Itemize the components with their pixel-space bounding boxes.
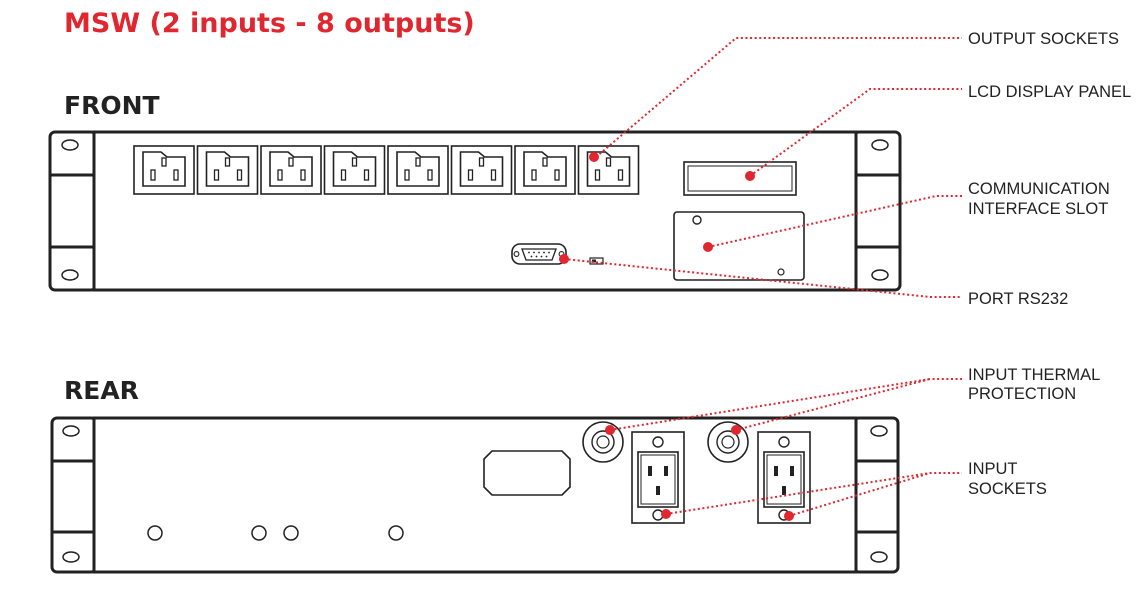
leader-thermal-1 [609,378,962,431]
leader-input-2 [788,472,931,517]
callout-dot [661,509,671,519]
label-communication-line-1: COMMUNICATION [968,180,1110,198]
label-communication-line-2: INTERFACE SLOT [968,200,1108,218]
leader-lines [563,37,962,517]
output-sockets [133,145,640,195]
callout-dot [731,425,741,435]
label-lcd-display-panel: LCD DISPLAY PANEL [968,83,1131,101]
callout-dot [784,511,794,521]
mount-hole-icon [61,269,79,281]
input-socket-icon [757,431,811,524]
lcd-display-panel [683,161,797,196]
label-port-rs232: PORT RS232 [968,290,1068,308]
label-output-sockets: OUTPUT SOCKETS [968,30,1119,48]
output-socket-icon [387,145,449,195]
mount-hole-icon [62,425,80,437]
mount-hole-icon [871,139,889,151]
rear-panel [50,416,900,574]
callout-dot [559,254,569,264]
callout-dot [745,171,755,181]
output-socket-icon [133,145,195,195]
rear-heading: REAR [64,376,139,405]
output-socket-icon [260,145,322,195]
blank-cover-plate [483,450,571,496]
label-thermal-line-2: PROTECTION [968,385,1076,403]
leader-output-sockets [595,37,962,158]
input-socket-icon [631,431,685,524]
leader-lcd-display [749,88,962,177]
output-socket-icon [323,145,386,195]
dip-switch-icon [589,257,604,265]
callout-dot [589,152,599,162]
callout-dots [559,152,794,521]
communication-interface-slot [673,211,805,281]
screw-hole-icon [283,525,299,541]
screw-hole-icon [147,525,163,541]
mount-hole-icon [62,551,80,563]
front-panel [48,130,902,292]
mount-hole-icon [61,139,79,151]
output-socket-icon [196,145,259,195]
output-socket-icon [514,145,576,195]
callout-dot [703,242,713,252]
callout-dot [605,425,615,435]
diagram-title: MSW (2 inputs - 8 outputs) [64,8,475,39]
output-socket-icon [450,145,513,195]
mount-hole-icon [870,425,888,437]
mount-hole-icon [871,269,889,281]
label-input-line-2: SOCKETS [968,480,1047,498]
output-socket-icon [577,145,640,195]
mount-hole-icon [870,551,888,563]
front-right-rack-ear [852,130,902,292]
label-input-line-1: INPUT [968,460,1018,478]
label-thermal-line-1: INPUT THERMAL [968,366,1100,384]
rear-left-rack-ear [50,416,98,574]
rs232-port-icon [511,243,567,265]
thermal-protector-icon [582,421,624,463]
front-left-rack-ear [48,130,98,292]
screw-hole-icon [251,525,267,541]
screw-hole-icon [388,525,404,541]
front-heading: FRONT [64,91,160,120]
leader-thermal-2 [735,378,931,431]
